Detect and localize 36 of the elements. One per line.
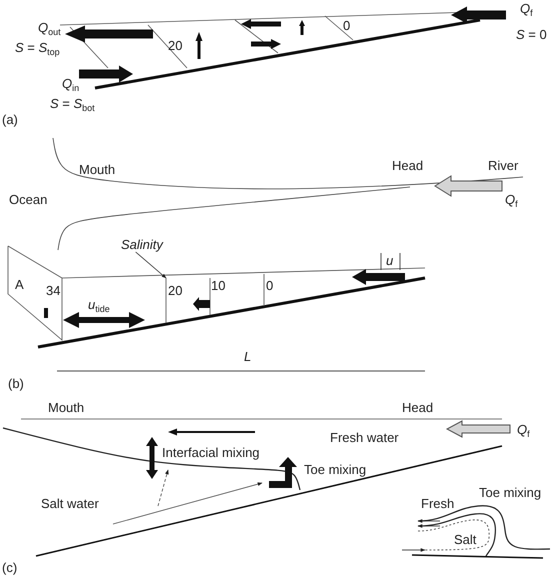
water-label: Fresh water	[330, 430, 399, 445]
annotation-label: Salinity	[121, 237, 163, 252]
flow-label: Q$_{f}$	[517, 422, 530, 441]
place-label: Ocean	[9, 192, 48, 207]
salinity-value: 34	[46, 283, 60, 298]
flow-label: Q$_{f}$	[520, 1, 533, 20]
place-label: Head	[402, 400, 434, 415]
place-label: Mouth	[48, 400, 84, 415]
salinity-value: 0	[343, 18, 350, 33]
process-label: Interfacial mixing	[162, 445, 260, 460]
salinity-value: 0	[266, 278, 274, 293]
salinity-value: 20	[168, 283, 182, 298]
place-label: Mouth	[79, 162, 116, 177]
place-label: Head	[392, 158, 424, 173]
flow-label: Q$_{out}$	[38, 20, 61, 39]
length-label: L	[244, 349, 252, 364]
panel-label: (c)	[2, 560, 18, 575]
area-label: A	[15, 277, 24, 292]
leader-line	[135, 252, 166, 278]
salinity-label: S = 0	[516, 27, 547, 42]
salinity-value: 10	[211, 278, 226, 293]
salinity-value: 20	[168, 38, 182, 53]
panel-label: (b)	[8, 376, 24, 391]
process-label: Toe mixing	[304, 462, 366, 477]
water-label: Salt water	[41, 496, 99, 511]
panel-label: (a)	[2, 112, 18, 127]
water-label: Fresh	[421, 496, 454, 511]
water-label: Salt	[454, 532, 476, 547]
flow-label: Q$_{in}$	[62, 76, 80, 95]
flow-label: Q$_{f}$	[505, 192, 518, 211]
velocity-label: u	[386, 253, 394, 268]
salinity-label: S = S$_{top}$	[15, 40, 60, 59]
salinity-label: S = S$_{bot}$	[50, 96, 95, 115]
place-label: River	[488, 158, 518, 173]
process-label: Toe mixing	[479, 485, 542, 500]
velocity-label: u$_{tide}$	[88, 297, 110, 316]
